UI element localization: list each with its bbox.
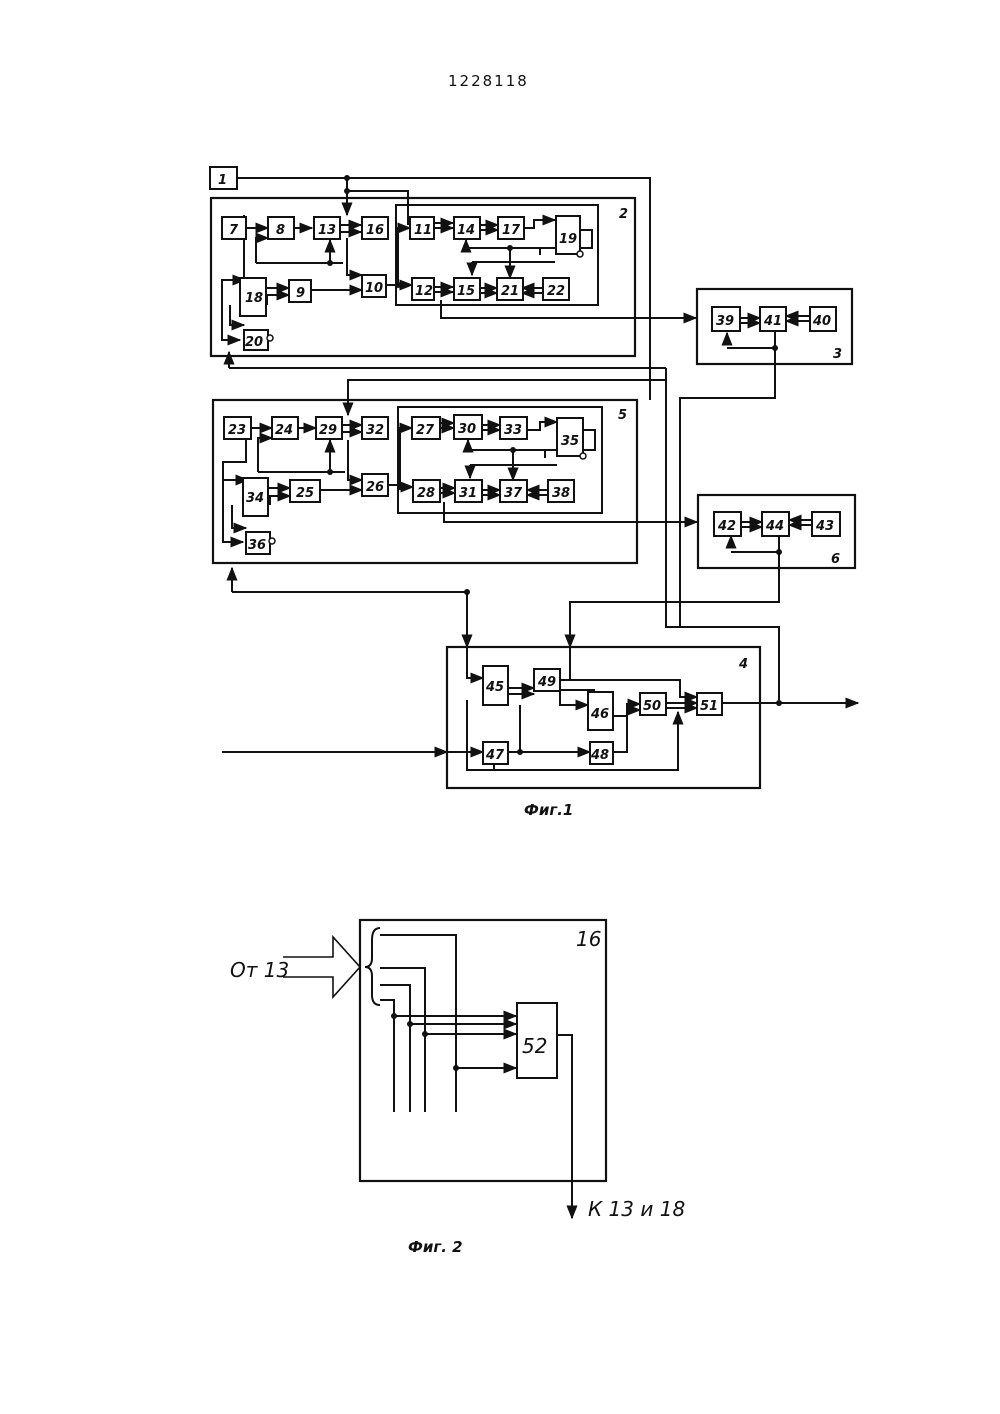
block-7-label: 7 bbox=[229, 223, 239, 238]
fig2-caption: Фиг. 2 bbox=[408, 1238, 463, 1256]
block-26-label: 26 bbox=[366, 480, 384, 495]
block-41-label: 41 bbox=[763, 314, 782, 329]
unit-16-label: 16 bbox=[576, 927, 601, 951]
block-14-label: 14 bbox=[457, 223, 475, 238]
block-18-label: 18 bbox=[245, 291, 263, 306]
block-19-label: 19 bbox=[559, 232, 577, 247]
block-45-label: 45 bbox=[485, 680, 504, 695]
block-11-label: 11 bbox=[414, 223, 432, 238]
block-1-label: 1 bbox=[218, 173, 227, 188]
block-17-label: 17 bbox=[502, 223, 521, 238]
fig1-caption: Фиг.1 bbox=[524, 801, 573, 819]
block-24-label: 24 bbox=[275, 423, 293, 438]
block-30-label: 30 bbox=[458, 422, 476, 437]
block-37-label: 37 bbox=[504, 486, 523, 501]
unit-5-label: 5 bbox=[618, 408, 627, 423]
block-29-label: 29 bbox=[319, 423, 337, 438]
block-50-label: 50 bbox=[643, 699, 661, 714]
block-16-label: 16 bbox=[366, 223, 384, 238]
block-34-label: 34 bbox=[246, 491, 264, 506]
block-27-label: 27 bbox=[416, 423, 435, 438]
unit-4-label: 4 bbox=[738, 657, 748, 672]
unit-3-label: 3 bbox=[833, 347, 842, 362]
output-label: К 13 и 18 bbox=[588, 1197, 685, 1221]
block-49-label: 49 bbox=[537, 675, 556, 690]
block-15-label: 15 bbox=[457, 284, 475, 299]
block-28-label: 28 bbox=[417, 486, 435, 501]
block-22-label: 22 bbox=[547, 284, 565, 299]
block-44-label: 44 bbox=[765, 519, 784, 534]
block-13-label: 13 bbox=[318, 223, 336, 238]
block-42-label: 42 bbox=[717, 519, 736, 534]
block-33-label: 33 bbox=[504, 423, 522, 438]
block-43-label: 43 bbox=[815, 519, 834, 534]
input-bus-arrow bbox=[283, 937, 360, 997]
block-39-label: 39 bbox=[716, 314, 734, 329]
block-12-label: 12 bbox=[415, 284, 433, 299]
block-36-label: 36 bbox=[248, 538, 266, 553]
unit-16-frame bbox=[360, 920, 606, 1181]
block-52-label: 52 bbox=[522, 1034, 547, 1058]
input-label: От 13 bbox=[230, 958, 289, 982]
block-51-label: 51 bbox=[700, 699, 718, 714]
block-32-label: 32 bbox=[366, 423, 384, 438]
block-47-label: 47 bbox=[485, 748, 505, 763]
block-35-label: 35 bbox=[561, 434, 579, 449]
block-48-label: 48 bbox=[590, 748, 609, 763]
unit-6-label: 6 bbox=[831, 552, 840, 567]
block-46-label: 46 bbox=[590, 707, 609, 722]
block-10-label: 10 bbox=[365, 281, 383, 296]
figure-2: 16 От 13 52 К 13 и 18 Фиг. 2 bbox=[230, 920, 685, 1256]
block-31-label: 31 bbox=[459, 486, 477, 501]
block-9-label: 9 bbox=[296, 286, 305, 301]
figure-1: 2 3 5 6 4 bbox=[210, 167, 858, 819]
block-23-label: 23 bbox=[228, 423, 246, 438]
block-40-label: 40 bbox=[812, 314, 831, 329]
block-20-label: 20 bbox=[245, 335, 263, 350]
block-25-label: 25 bbox=[296, 486, 314, 501]
block-21-label: 21 bbox=[501, 284, 519, 299]
block-38-label: 38 bbox=[552, 486, 570, 501]
block-8-label: 8 bbox=[276, 223, 285, 238]
unit-2-label: 2 bbox=[619, 207, 628, 222]
